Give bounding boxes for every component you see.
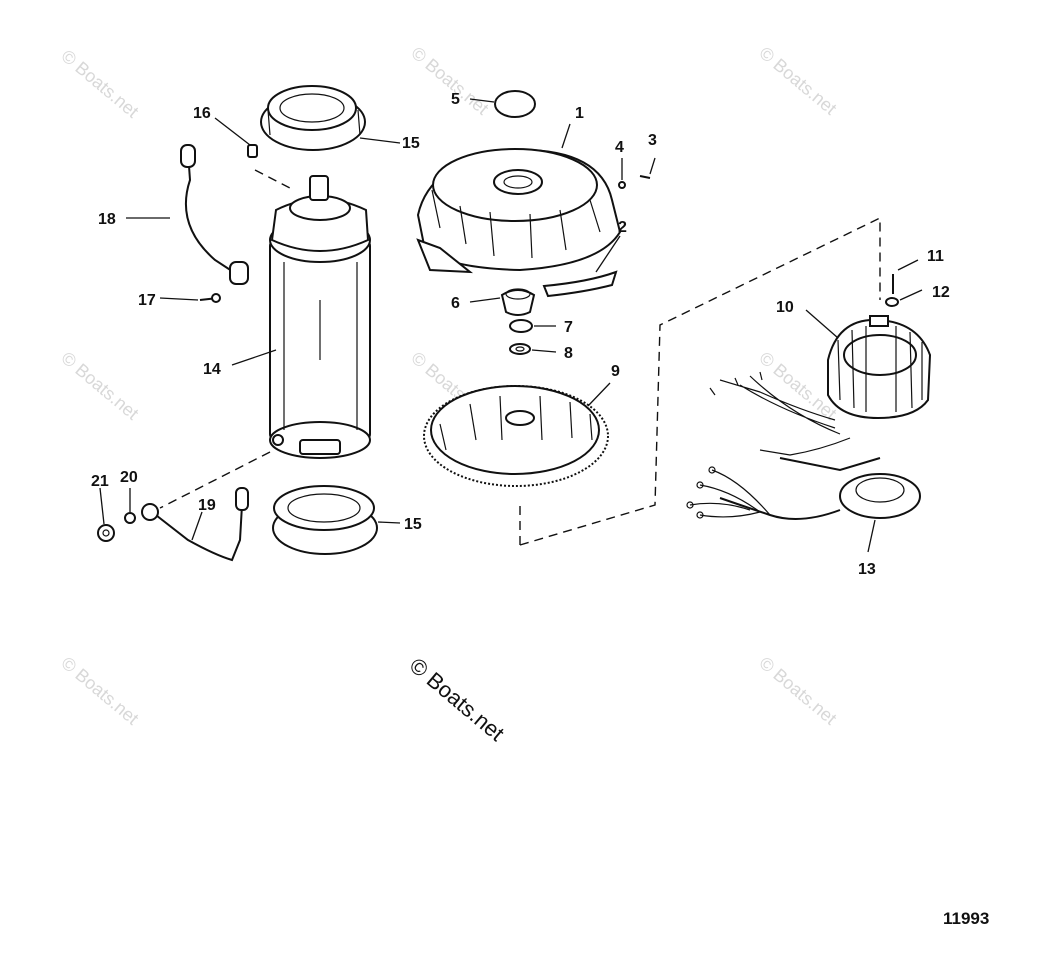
starter-cable-lower <box>141 487 249 562</box>
callout-14: 14 <box>203 361 221 378</box>
watermark: © Boats.net <box>407 43 492 119</box>
callout-10: 10 <box>776 299 794 316</box>
callout-8: 8 <box>564 345 573 362</box>
watermark: © Boats.net <box>57 348 142 424</box>
watermark-main: © Boats.net <box>405 653 509 746</box>
washer-12 <box>885 297 899 307</box>
callout-13: 13 <box>858 561 876 578</box>
hub-6 <box>500 288 536 316</box>
assembly-line-starter-cable <box>159 451 271 509</box>
cap-5 <box>494 90 536 118</box>
leader-lines <box>99 98 923 553</box>
callout-5: 5 <box>451 91 460 108</box>
callout-19: 19 <box>198 497 216 514</box>
nut-21 <box>97 524 115 542</box>
callout-12: 12 <box>932 284 950 301</box>
callout-2: 2 <box>618 219 627 236</box>
callout-labels: 1 2 3 4 5 6 7 8 9 10 11 12 13 14 15 15 1… <box>91 91 950 578</box>
watermark: © Boats.net <box>755 43 840 119</box>
callout-3: 3 <box>648 132 657 149</box>
callout-17: 17 <box>138 292 156 309</box>
callout-18: 18 <box>98 211 116 228</box>
callout-15-bottom: 15 <box>404 516 422 533</box>
washer-8 <box>509 343 531 355</box>
nut-16 <box>247 144 258 158</box>
trigger <box>686 466 921 520</box>
assembly-line-stator <box>519 216 881 546</box>
callout-16: 16 <box>193 105 211 122</box>
callout-1: 1 <box>575 105 584 122</box>
nut-7 <box>509 319 533 333</box>
callout-15-top: 15 <box>402 135 420 152</box>
callout-6: 6 <box>451 295 460 312</box>
callout-20: 20 <box>120 469 138 486</box>
callout-4: 4 <box>615 139 624 156</box>
watermark: © Boats.net <box>755 653 840 729</box>
starter-end-cap-top <box>260 85 366 151</box>
starter-cable-upper <box>180 144 249 285</box>
watermark: © Boats.net <box>57 653 142 729</box>
washer-20 <box>124 512 136 524</box>
starter-end-cap-bottom <box>272 485 378 555</box>
starter-motor <box>269 175 371 459</box>
flywheel-cover <box>416 148 622 274</box>
callout-9: 9 <box>611 363 620 380</box>
screw-3 <box>639 175 651 179</box>
watermark-group: © Boats.net © Boats.net © Boats.net © Bo… <box>57 43 840 746</box>
assembly-line-starter-top <box>254 169 291 189</box>
callout-21: 21 <box>91 473 109 490</box>
callout-11: 11 <box>927 248 944 265</box>
stator-wires <box>709 371 881 472</box>
watermark: © Boats.net <box>57 46 142 122</box>
decal-2 <box>542 270 618 298</box>
stator <box>827 315 932 420</box>
washer-4 <box>618 181 626 189</box>
screw-17 <box>199 293 221 303</box>
flywheel <box>423 385 609 487</box>
drawing-number: 11993 <box>943 909 989 928</box>
callout-7: 7 <box>564 319 573 336</box>
